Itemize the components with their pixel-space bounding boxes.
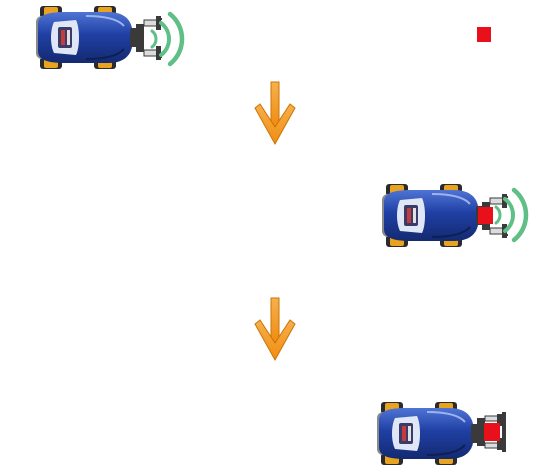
red-block-icon: [484, 423, 500, 441]
step-2-reach: [381, 183, 526, 248]
robot-car-icon: [35, 5, 139, 70]
red-block-icon: [478, 207, 493, 224]
step-3-grab: [376, 401, 506, 466]
step-1-detect: [35, 5, 491, 70]
gripper-claw-icon: [477, 412, 506, 452]
robot-car-icon: [381, 183, 485, 248]
robot-car-icon: [376, 401, 480, 466]
red-block-icon: [477, 27, 491, 42]
